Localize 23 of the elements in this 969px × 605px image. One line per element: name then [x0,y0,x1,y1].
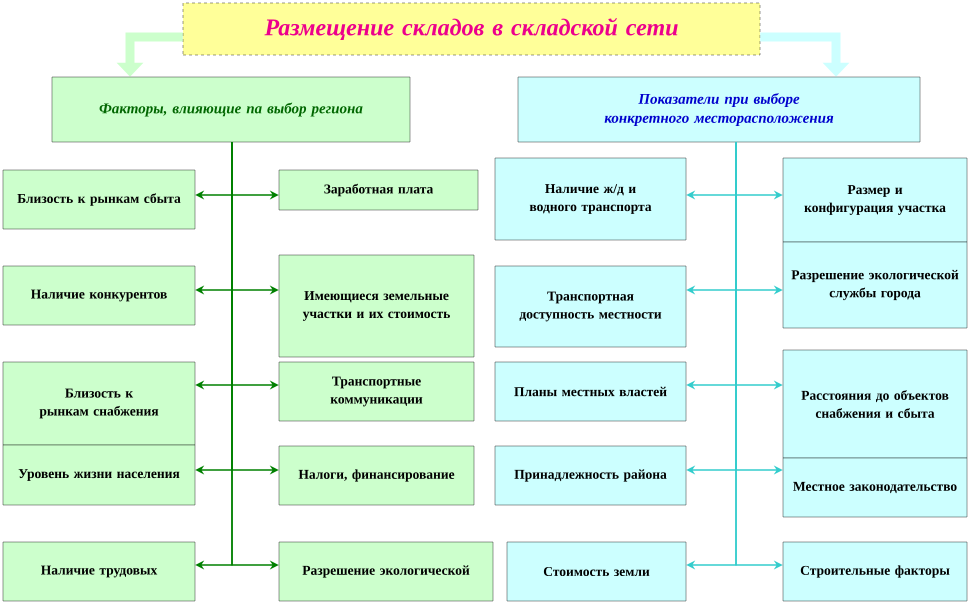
factor-box: Наличие трудовых [2,542,196,602]
factor-box: Имеющиеся земельные участки и их стоимость [278,254,474,358]
factor-box: Размер и конфигурация участка [782,158,968,242]
factor-box: Местное законодательство [782,458,968,518]
factor-box: Разрешение экологической службы города [782,242,968,328]
header-box: Факторы, влияющие па выбор региона [52,76,410,142]
factor-box: Транспортная доступность местности [494,266,686,348]
header-box: Показатели при выборе конкретного месторасположения [518,76,920,142]
title-box: Размещение складов в складской сети [182,2,760,56]
factor-box: Близость к рынкам сбыта [2,170,196,230]
factor-box: Планы местных властей [494,362,686,422]
factor-box: Расстояния до объектов снабжения и сбыта [782,350,968,458]
factor-box: Налоги, финансирование [278,446,474,506]
factor-box: Принадлежность района [494,446,686,506]
factor-box: Уровень жизни населения [2,444,196,506]
factor-box: Близость к рынкам снабжения [2,362,196,446]
factor-box: Наличие ж/д и водного транспорта [494,158,686,240]
factor-box: Транспортные коммуникации [278,362,474,422]
factor-box: Разрешение экологической [278,542,494,602]
factor-box: Заработная плата [278,170,478,210]
factor-box: Строительные факторы [782,542,968,602]
factor-box: Стоимость земли [506,542,686,602]
factor-box: Наличие конкурентов [2,266,196,326]
